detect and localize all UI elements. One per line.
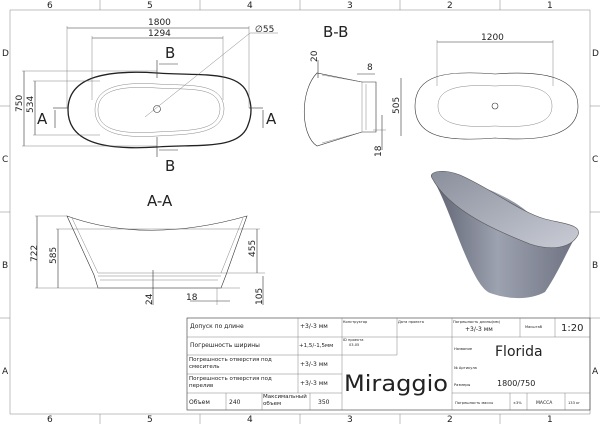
dimension-bottom: 24 bbox=[145, 293, 155, 305]
column-label: 2 bbox=[447, 1, 453, 11]
column-label: 5 bbox=[147, 415, 153, 424]
mass-value: 133 кг bbox=[568, 401, 580, 405]
column-label: 4 bbox=[247, 415, 253, 424]
row-label: A bbox=[2, 367, 9, 377]
column-label: 4 bbox=[247, 1, 253, 11]
section-b-b: B-B 20 8 18 bbox=[303, 23, 386, 157]
length-tolerance-label: Погрешность длины(мм) bbox=[453, 320, 501, 324]
dimension-height: 722 bbox=[30, 245, 40, 262]
mass-label: МАССА bbox=[536, 400, 553, 406]
row-label: B bbox=[2, 261, 8, 271]
scale-value: 1:20 bbox=[561, 323, 583, 334]
project-id-value: 03.05 bbox=[349, 343, 359, 347]
row-label: C bbox=[2, 155, 8, 165]
top-view: 1800 1294 ∅55 750 534 A A B B bbox=[15, 18, 278, 175]
mass-tolerance-label: Погрешность массы bbox=[455, 401, 493, 405]
column-label: 2 bbox=[447, 415, 453, 424]
name-label: Название bbox=[454, 347, 473, 351]
column-label: 6 bbox=[47, 1, 53, 11]
section-marker-b: B bbox=[165, 157, 175, 175]
column-label: 1 bbox=[547, 415, 553, 424]
tolerance-value: +3/-3 мм bbox=[300, 380, 328, 387]
row-label: D bbox=[592, 49, 599, 59]
column-label: 6 bbox=[47, 415, 53, 424]
mass-tolerance-value: ±3% bbox=[513, 401, 522, 405]
length-tolerance-value: +3/-3 мм bbox=[465, 326, 493, 333]
section-title: B-B bbox=[323, 23, 348, 41]
max-volume-label: Максимальный объем bbox=[263, 394, 307, 407]
tolerance-value: +3/-3 мм bbox=[300, 361, 328, 368]
dimension-length: 1800 bbox=[148, 18, 171, 28]
column-label: 1 bbox=[547, 1, 553, 11]
volume-label: Объем bbox=[189, 399, 210, 406]
tolerance-label: Погрешность отверстия под смеситель bbox=[189, 357, 272, 370]
bathtub-3d-render bbox=[431, 170, 579, 299]
section-title: A-A bbox=[147, 192, 173, 210]
dimension-inner-height: 585 bbox=[49, 247, 59, 264]
tolerance-label: Допуск по длине bbox=[190, 323, 244, 330]
dimension-inner-width: 534 bbox=[26, 96, 36, 113]
row-label: C bbox=[592, 155, 598, 165]
tolerance-value: +3/-3 мм bbox=[300, 323, 328, 330]
article-label: № Артикула bbox=[454, 366, 477, 370]
section-a-a: A-A 722 585 455 24 18 105 bbox=[30, 192, 265, 305]
column-label: 5 bbox=[147, 1, 153, 11]
tolerance-label: Погрешность отверстия под перелив bbox=[189, 376, 272, 389]
section-marker-a: A bbox=[266, 110, 277, 128]
scale-label: Масштаб bbox=[525, 325, 543, 329]
row-label: A bbox=[592, 367, 599, 377]
max-volume-value: 350 bbox=[318, 399, 330, 406]
dimension-width: 505 bbox=[392, 97, 402, 114]
brand-logo: Miraggio bbox=[344, 372, 448, 397]
size-label: Размеры bbox=[454, 383, 470, 387]
project-id-label: ID проекта bbox=[343, 338, 363, 342]
tolerance-label: Погрешность ширины bbox=[190, 342, 260, 349]
dimension-length: 1200 bbox=[481, 33, 504, 43]
dimension-drain: ∅55 bbox=[255, 25, 274, 35]
product-name: Florida bbox=[495, 344, 543, 360]
project-date-label: Дата проекта bbox=[398, 320, 424, 324]
dimension-wall: 8 bbox=[367, 63, 373, 73]
dimension-rim: 20 bbox=[310, 50, 320, 62]
tolerance-value: +1,5/-1,5мм bbox=[299, 343, 333, 349]
volume-value: 240 bbox=[229, 399, 241, 406]
dimension-bottom: 18 bbox=[374, 145, 384, 157]
row-label: B bbox=[592, 261, 598, 271]
designer-label: Конструктор bbox=[343, 320, 368, 324]
dimension-inner-length: 1294 bbox=[148, 29, 171, 39]
dimension-wall: 18 bbox=[186, 293, 198, 303]
dimension-width: 750 bbox=[15, 95, 25, 112]
row-label: D bbox=[2, 49, 9, 59]
column-label: 3 bbox=[347, 415, 353, 424]
top-view-small: 1200 505 bbox=[392, 33, 579, 140]
size-value: 1800/750 bbox=[497, 379, 535, 388]
title-block: Допуск по длине +3/-3 мм Погрешность шир… bbox=[186, 317, 591, 411]
dimension-depth: 455 bbox=[248, 240, 258, 257]
section-marker-b: B bbox=[165, 44, 175, 62]
dimension-base: 105 bbox=[255, 288, 265, 305]
column-label: 3 bbox=[347, 1, 353, 11]
section-marker-a: A bbox=[37, 110, 48, 128]
